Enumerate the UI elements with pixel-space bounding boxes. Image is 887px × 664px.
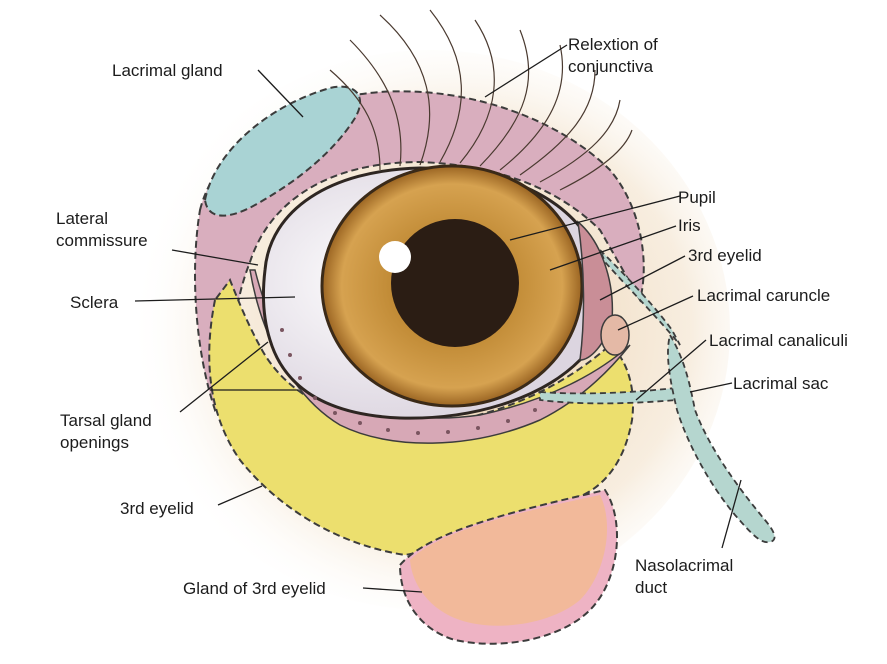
eye-highlight bbox=[379, 241, 411, 273]
label-lacrimal-caruncle: Lacrimal caruncle bbox=[697, 286, 831, 305]
label-gland-of-third-eyelid: Gland of 3rd eyelid bbox=[183, 579, 326, 598]
third-eyelid-region bbox=[208, 277, 634, 557]
nasolacrimal-duct-shape bbox=[667, 332, 776, 544]
label-nasolacrimal-line2: duct bbox=[635, 578, 668, 597]
gland-peach-core bbox=[410, 495, 608, 626]
label-tarsal-line1: Tarsal gland bbox=[60, 411, 152, 430]
label-nasolacrimal-line1: Nasolacrimal bbox=[635, 556, 734, 575]
label-third-eyelid-right: 3rd eyelid bbox=[688, 246, 762, 265]
label-tarsal-gland-openings: Tarsal gland openings bbox=[60, 410, 152, 454]
label-reflexion-line2: conjunctiva bbox=[568, 57, 654, 76]
leader-lines bbox=[134, 44, 742, 593]
label-tarsal-line2: openings bbox=[60, 433, 130, 452]
tarsal-gland-dots bbox=[280, 328, 537, 435]
label-lateral-line2: commissure bbox=[56, 231, 148, 250]
label-iris: Iris bbox=[678, 216, 701, 235]
label-lateral-line1: Lateral bbox=[56, 209, 108, 228]
lacrimal-caruncle-shape bbox=[600, 314, 630, 356]
lacrimal-canaliculi-shape bbox=[539, 249, 681, 405]
label-nasolacrimal-duct: Nasolacrimal duct bbox=[635, 555, 733, 599]
label-lacrimal-canaliculi: Lacrimal canaliculi bbox=[709, 331, 848, 350]
label-lacrimal-sac: Lacrimal sac bbox=[733, 374, 829, 393]
label-pupil: Pupil bbox=[678, 188, 716, 207]
label-sclera: Sclera bbox=[70, 293, 119, 312]
label-third-eyelid-left: 3rd eyelid bbox=[120, 499, 194, 518]
label-reflexion-line1: Relextion of bbox=[568, 35, 658, 54]
pupil-shape bbox=[391, 219, 519, 347]
eyelashes bbox=[329, 9, 633, 191]
label-lacrimal-gland: Lacrimal gland bbox=[112, 61, 223, 80]
label-lateral-commissure: Lateral commissure bbox=[56, 208, 148, 252]
label-reflexion-of-conjunctiva: Relextion of conjunctiva bbox=[568, 34, 658, 78]
lacrimal-gland-shape bbox=[203, 85, 361, 217]
